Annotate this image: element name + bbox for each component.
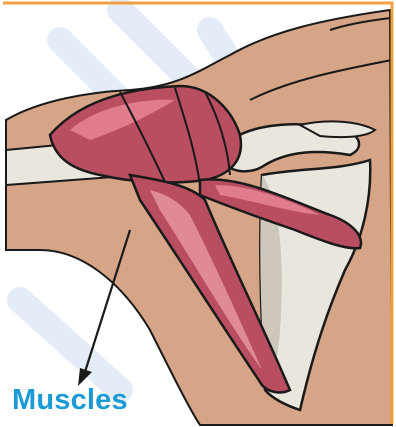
muscles-label: Muscles [12,386,128,415]
